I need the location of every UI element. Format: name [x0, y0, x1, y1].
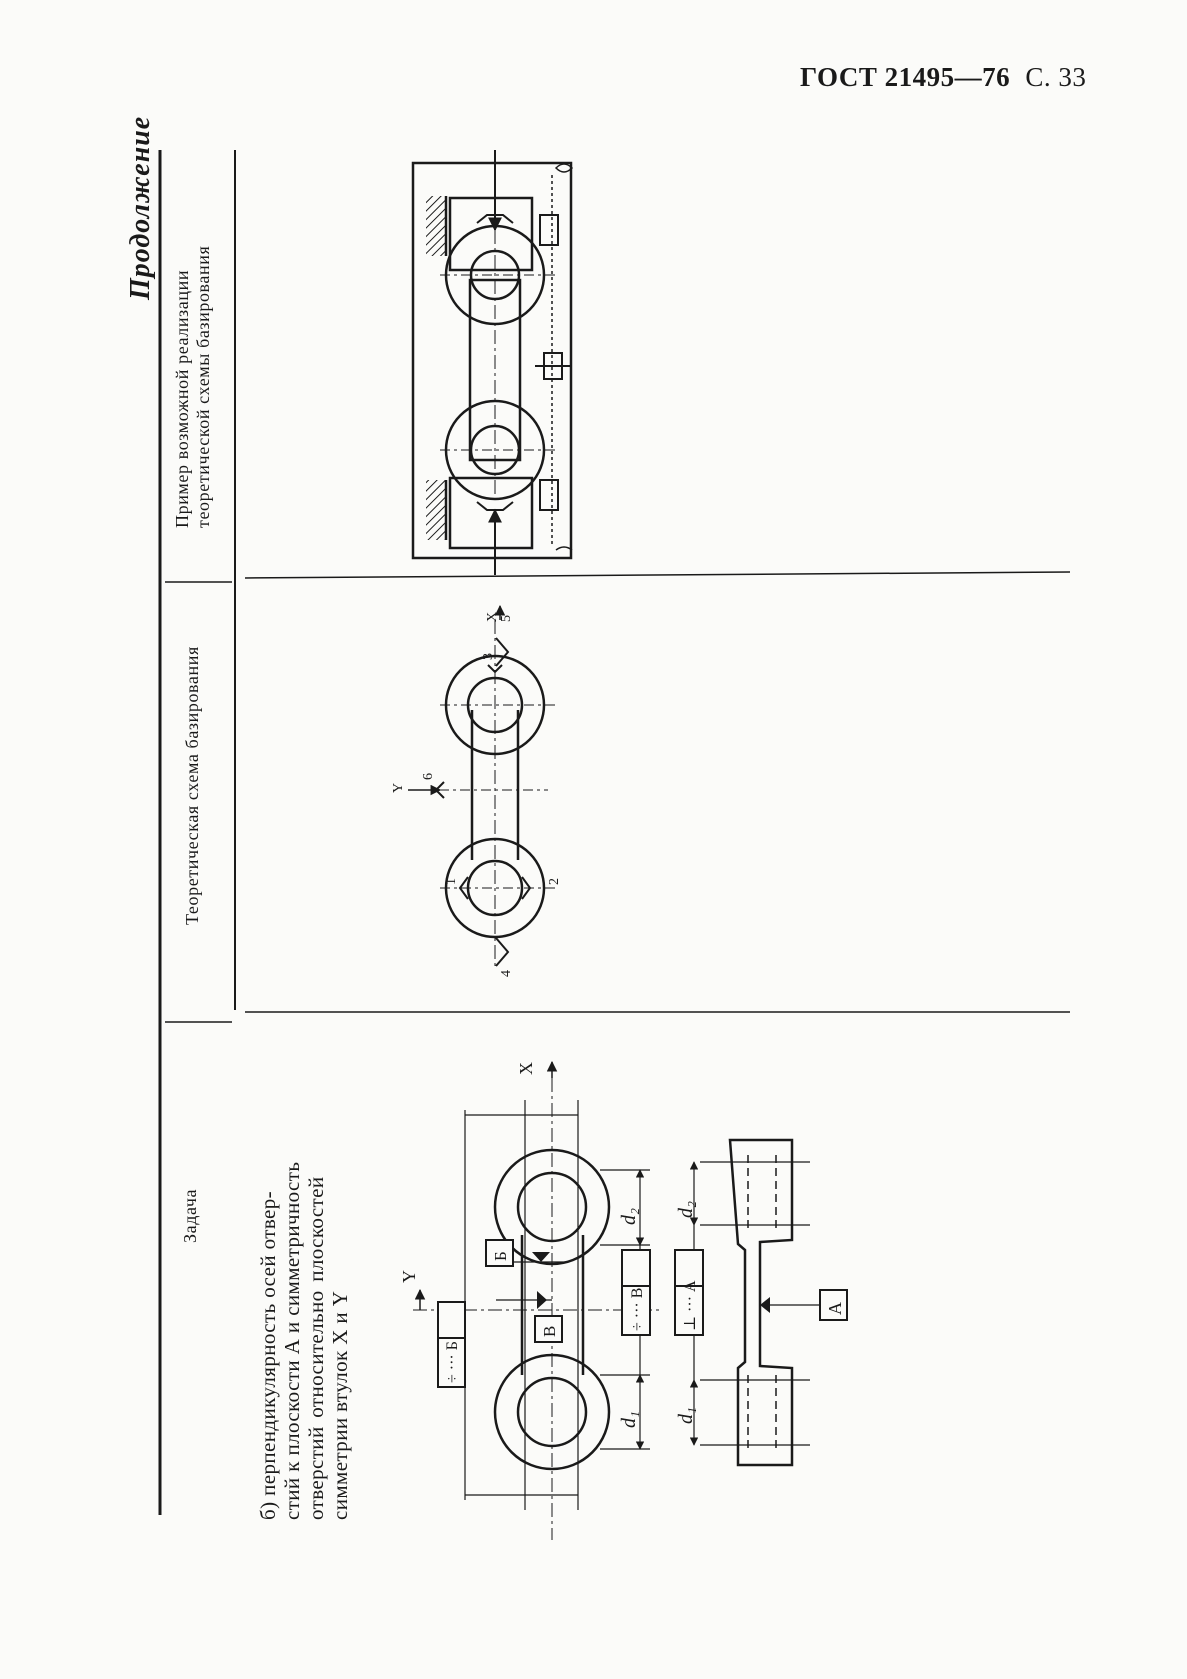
section-frames	[674, 1249, 848, 1336]
scheme-drawing	[408, 604, 555, 970]
table-rules	[158, 150, 1071, 1515]
point-6: 6	[421, 773, 436, 780]
tol-sym-b: ÷ ··· Б	[444, 1341, 461, 1383]
plan-axis-y: Y	[399, 1270, 419, 1283]
datum-triangle-a	[760, 1297, 770, 1313]
fixture-block-top	[448, 196, 534, 272]
fixture-block-bottom	[448, 476, 534, 550]
scheme-labels: Y X 1 2 3 4 5 6	[391, 612, 562, 977]
page-header: ГОСТ 21495—76 С. 33	[800, 62, 1140, 96]
task-drawing-section	[689, 1138, 820, 1467]
point-3: 3	[481, 653, 496, 660]
tol-sym-v: ÷ ··· В	[629, 1288, 646, 1331]
plan-axis-x: X	[516, 1062, 536, 1075]
datum-triangle-v	[537, 1291, 547, 1309]
point-2: 2	[547, 878, 562, 885]
fixture-frame	[411, 161, 573, 560]
plan-frames	[437, 1239, 651, 1388]
section-outline	[728, 1138, 794, 1467]
frame-sym-v	[621, 1249, 651, 1336]
scheme-axis-x: X	[485, 612, 500, 622]
dim-d1-section: d₁	[675, 1407, 697, 1424]
datum-a-label: А	[825, 1302, 845, 1315]
scheme-axis-y: Y	[391, 783, 406, 793]
task-drawing-plan	[413, 1060, 660, 1540]
point-5: 5	[499, 615, 514, 622]
tol-perp-a: ⊥ ··· А	[682, 1280, 699, 1331]
datum-box-v	[534, 1315, 563, 1343]
datum-v-label: В	[540, 1326, 559, 1337]
hatch-top	[426, 196, 446, 256]
dim-d2-section: d₂	[675, 1201, 697, 1218]
task-drawing-labels: X Y d₂ d₁ d₂ d₁ ÷ ··· Б ÷ ··· В ⊥ ··· А …	[399, 1062, 845, 1428]
frame-sym-b	[437, 1301, 466, 1388]
datum-box-b	[485, 1239, 514, 1267]
point-4: 4	[499, 970, 514, 977]
datum-triangle-b	[532, 1252, 550, 1262]
frame-perp-a	[674, 1249, 704, 1336]
dim-d1: d₁	[618, 1411, 640, 1428]
dim-d2: d₂	[618, 1208, 640, 1225]
standard-number: ГОСТ 21495—76	[800, 62, 1011, 92]
datum-b-label: Б	[491, 1251, 510, 1261]
hatch-bottom	[426, 480, 446, 540]
fixture-drawing	[411, 150, 574, 575]
datum-box-a	[819, 1289, 848, 1321]
page-number: С. 33	[1025, 62, 1087, 92]
point-1: 1	[444, 878, 459, 885]
